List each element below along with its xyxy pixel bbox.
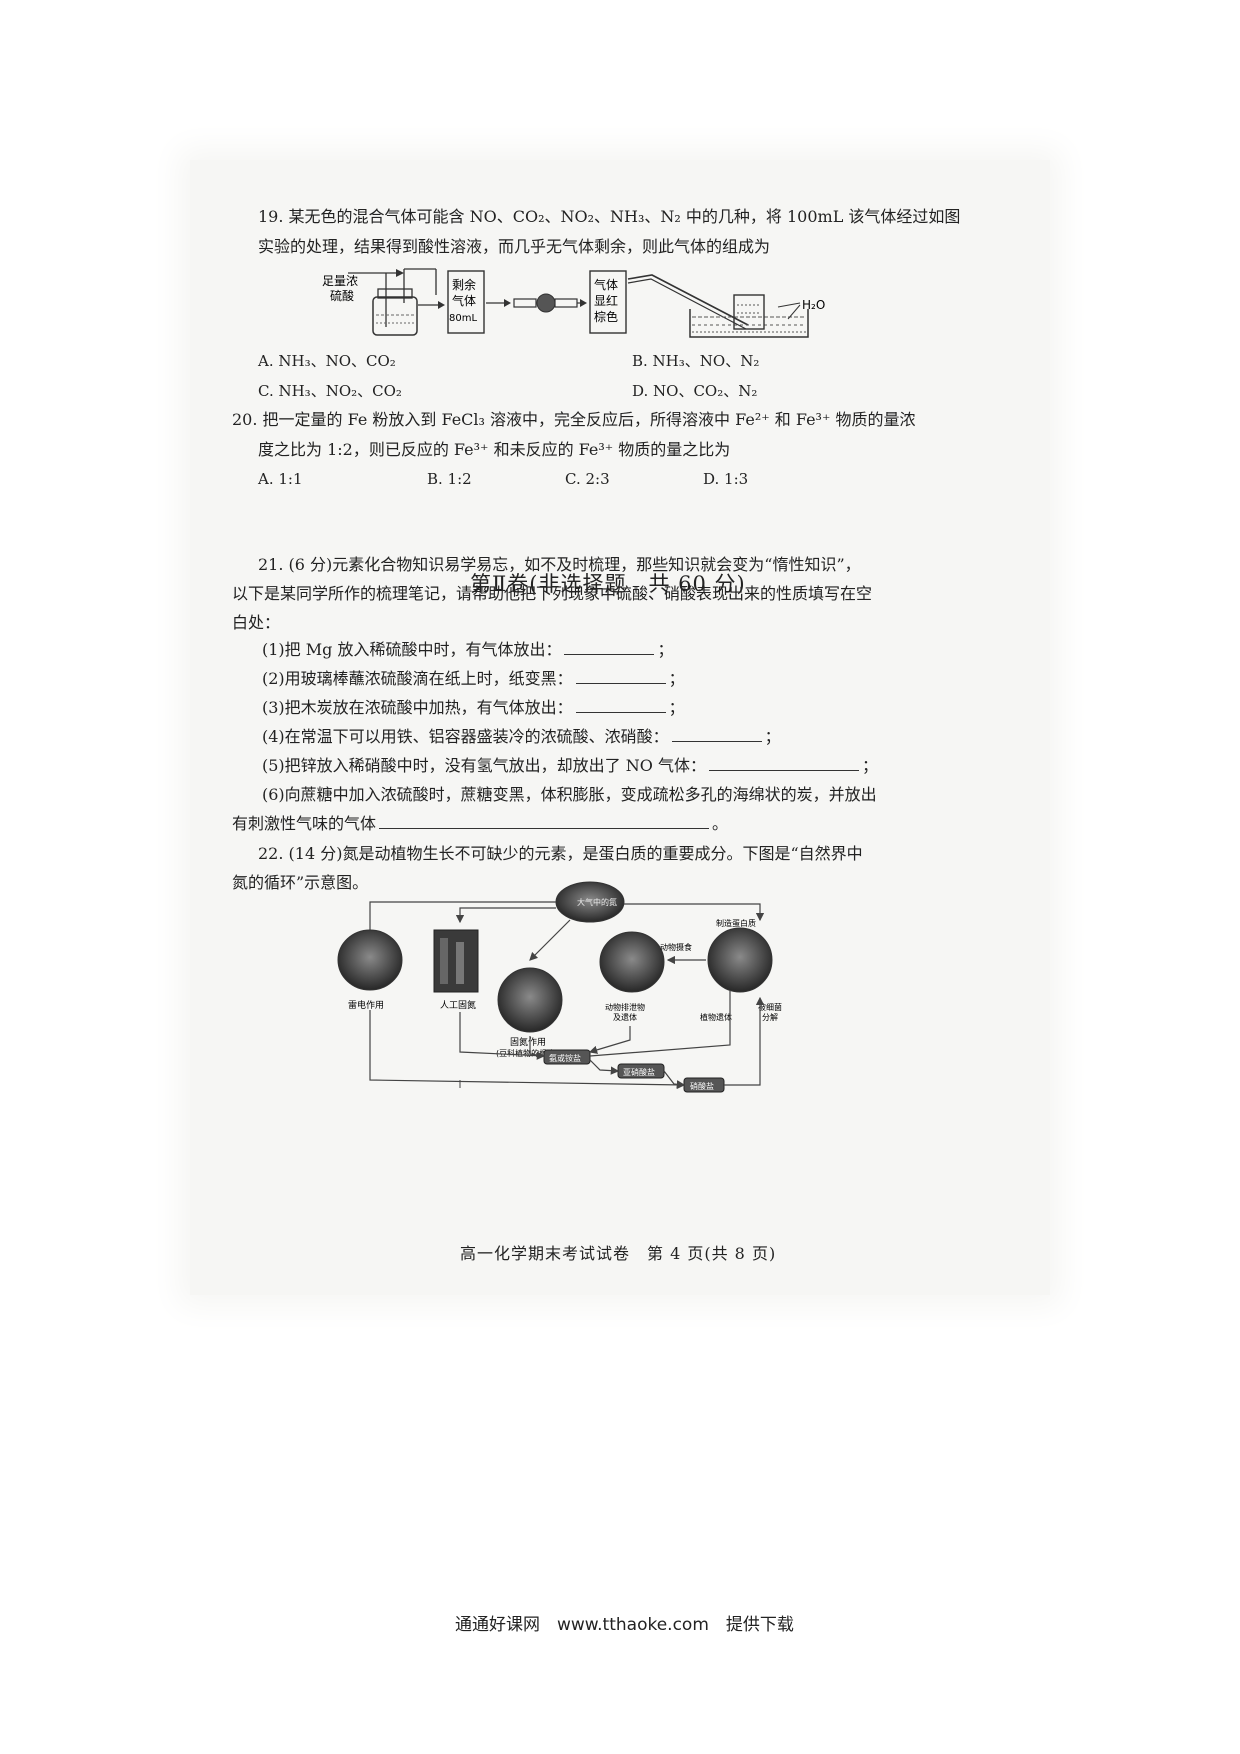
animal-waste-label-1: 动物排泄物 xyxy=(605,1002,645,1012)
box1-line-3: 80mL xyxy=(449,313,477,324)
fixation-label-2: (豆科植物的根瘤) xyxy=(496,1048,558,1058)
artificial-label: 人工固氮 xyxy=(440,999,476,1011)
nitrogen-cycle-diagram: 大气中的氮 雷电作用 人工固氮 固氮作用 (豆科植物的根瘤) 动物排泄物 及遗体… xyxy=(337,881,782,1093)
q20-option-d: D. 1:3 xyxy=(703,470,749,488)
q22-line-2: 氮的循环”示意图。 xyxy=(232,873,369,892)
protein-label: 制造蛋白质 xyxy=(716,918,756,928)
box2-line-1: 气体 xyxy=(594,277,618,292)
nitrate-label: 硝酸盐 xyxy=(690,1081,714,1091)
q21-line-1: 21. (6 分)元素化合物知识易学易忘，如不及时梳理，那些知识就会变为“惰性知… xyxy=(258,555,861,574)
q19-line-1: 19. 某无色的混合气体可能含 NO、CO₂、NO₂、NH₃、N₂ 中的几种，将… xyxy=(258,207,961,226)
q20-option-a: A. 1:1 xyxy=(258,470,303,488)
root-nodule-image xyxy=(497,967,563,1033)
section-title: 第Ⅱ卷(非选择题 共 60 分) xyxy=(470,572,746,596)
lightning-image xyxy=(337,929,403,991)
q20-line-2: 度之比为 1:2，则已反应的 Fe³⁺ 和未反应的 Fe³⁺ 物质的量之比为 xyxy=(258,440,731,459)
bacteria-label-1: 被细菌 xyxy=(758,1002,782,1012)
nitrite-label: 亚硝酸盐 xyxy=(623,1067,655,1077)
q21-line-3: 白处： xyxy=(232,613,281,632)
box2-line-3: 棕色 xyxy=(594,309,618,324)
q21-item-6-line-2: 有刺激性气味的气体。 xyxy=(232,814,729,833)
answer-blank-3[interactable] xyxy=(575,698,666,713)
q19-line-2: 实验的处理，结果得到酸性溶液，而几乎无气体剩余，则此气体的组成为 xyxy=(258,237,771,256)
box1-line-2: 气体 xyxy=(452,293,476,308)
q19-option-d: D. NO、CO₂、N₂ xyxy=(632,382,758,400)
answer-blank-6[interactable] xyxy=(379,814,710,829)
q21-line-2: 以下是某同学所作的梳理笔记，请帮助他把下列现象中硫酸、硝酸表现出来的性质填写在空 xyxy=(232,584,873,603)
q21-item-1: (1)把 Mg 放入稀硫酸中时，有气体放出：； xyxy=(262,640,674,659)
q21-item-4: (4)在常温下可以用铁、铝容器盛装冷的浓硫酸、浓硝酸：； xyxy=(262,727,781,746)
animal-eat-label: 动物摄食 xyxy=(660,942,692,952)
box1-line-1: 剩余 xyxy=(452,277,476,292)
plant-remains-label: 植物遗体 xyxy=(700,1012,732,1022)
answer-blank-4[interactable] xyxy=(671,727,762,742)
q21-item-3: (3)把木炭放在浓硫酸中加热，有气体放出：； xyxy=(262,698,685,717)
q19-option-c: C. NH₃、NO₂、CO₂ xyxy=(258,382,402,400)
q20-option-c: C. 2:3 xyxy=(565,470,610,488)
q19-option-b: B. NH₃、NO、N₂ xyxy=(632,352,760,370)
q22-line-1: 22. (14 分)氮是动植物生长不可缺少的元素，是蛋白质的重要成分。下图是“自… xyxy=(258,844,863,863)
animal-waste-label-2: 及遗体 xyxy=(613,1012,637,1022)
page-footer: 高一化学期末考试试卷 第 4 页(共 8 页) xyxy=(460,1244,777,1263)
ammonium-label: 氨或铵盐 xyxy=(549,1053,581,1063)
q21-item-5: (5)把锌放入稀硝酸中时，没有氢气放出，却放出了 NO 气体：； xyxy=(262,756,878,775)
acid-label-2: 硫酸 xyxy=(330,288,354,303)
atmosphere-label: 大气中的氮 xyxy=(577,897,617,907)
box2-line-2: 显红 xyxy=(594,293,618,308)
download-credit: 通通好课网 www.tthaoke.com 提供下载 xyxy=(455,1615,794,1635)
scanned-page xyxy=(190,160,1050,1295)
answer-blank-2[interactable] xyxy=(575,669,666,684)
lightning-label: 雷电作用 xyxy=(348,999,384,1011)
fixation-label-1: 固氮作用 xyxy=(510,1036,546,1048)
q21-item-2: (2)用玻璃棒蘸浓硫酸滴在纸上时，纸变黑：； xyxy=(262,669,685,688)
q20-option-b: B. 1:2 xyxy=(427,470,472,488)
answer-blank-5[interactable] xyxy=(708,756,859,771)
answer-blank-1[interactable] xyxy=(564,640,655,655)
acid-label-1: 足量浓 xyxy=(322,274,358,288)
forest-image xyxy=(707,927,773,993)
bacteria-label-2: 分解 xyxy=(762,1012,778,1022)
q19-apparatus-diagram: 足量浓 硫酸 剩余 气体 80mL 气体 显红 棕色 H₂O xyxy=(322,268,825,338)
q20-line-1: 20. 把一定量的 Fe 粉放入到 FeCl₃ 溶液中，完全反应后，所得溶液中 … xyxy=(232,410,916,429)
animals-image xyxy=(599,931,665,993)
q19-option-a: A. NH₃、NO、CO₂ xyxy=(258,352,396,370)
water-label: H₂O xyxy=(802,298,825,312)
q21-item-6-line-1: (6)向蔗糖中加入浓硫酸时，蔗糖变黑，体积膨胀，变成疏松多孔的海绵状的炭，并放出 xyxy=(262,785,877,804)
